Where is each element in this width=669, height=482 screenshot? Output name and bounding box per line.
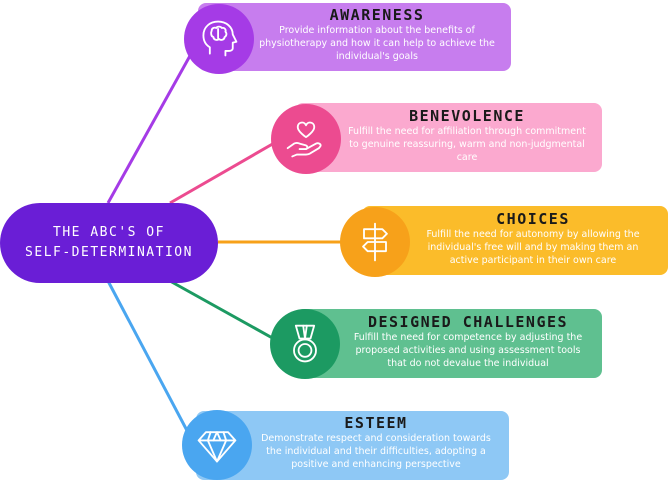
medal-icon	[293, 324, 317, 363]
circle-awareness	[184, 4, 254, 74]
connector-awareness	[106, 44, 198, 204]
description-awareness: Provide information about the benefits o…	[259, 25, 495, 62]
connector-designed-challenges	[169, 279, 277, 342]
card-designed-challenges	[296, 309, 602, 378]
title-choices: CHOICES	[496, 210, 570, 228]
signpost-icon	[362, 222, 388, 262]
center-pill: THE ABC'S OF SELF-DETERMINATION	[0, 203, 218, 283]
center-title-line-2: SELF-DETERMINATION	[25, 245, 193, 260]
title-awareness: AWARENESS	[329, 6, 425, 24]
circle-choices	[340, 207, 410, 277]
connector-esteem	[106, 280, 194, 441]
title-designed-challenges: DESIGNED CHALLENGES	[367, 313, 569, 331]
description-benevolence: Fulfill the need for affiliation through…	[348, 126, 586, 163]
description-designed-challenges: Fulfill the need for competence by adjus…	[353, 332, 583, 369]
circle-esteem	[182, 410, 252, 480]
circle-designed-challenges	[270, 309, 340, 379]
title-benevolence: BENEVOLENCE	[409, 107, 525, 125]
heart-hand-icon	[286, 121, 322, 158]
card-benevolence	[295, 103, 602, 172]
description-choices: Fulfill the need for autonomy by allowin…	[426, 229, 640, 266]
brain-head-icon	[202, 20, 238, 57]
description-esteem: Demonstrate respect and consideration to…	[261, 433, 491, 470]
diamond-icon	[197, 431, 237, 463]
card-choices	[362, 206, 668, 275]
center-title-line-1: THE ABC'S OF	[53, 225, 165, 240]
title-esteem: ESTEEM	[344, 414, 408, 432]
connector-benevolence	[169, 140, 277, 205]
circle-benevolence	[271, 104, 341, 174]
